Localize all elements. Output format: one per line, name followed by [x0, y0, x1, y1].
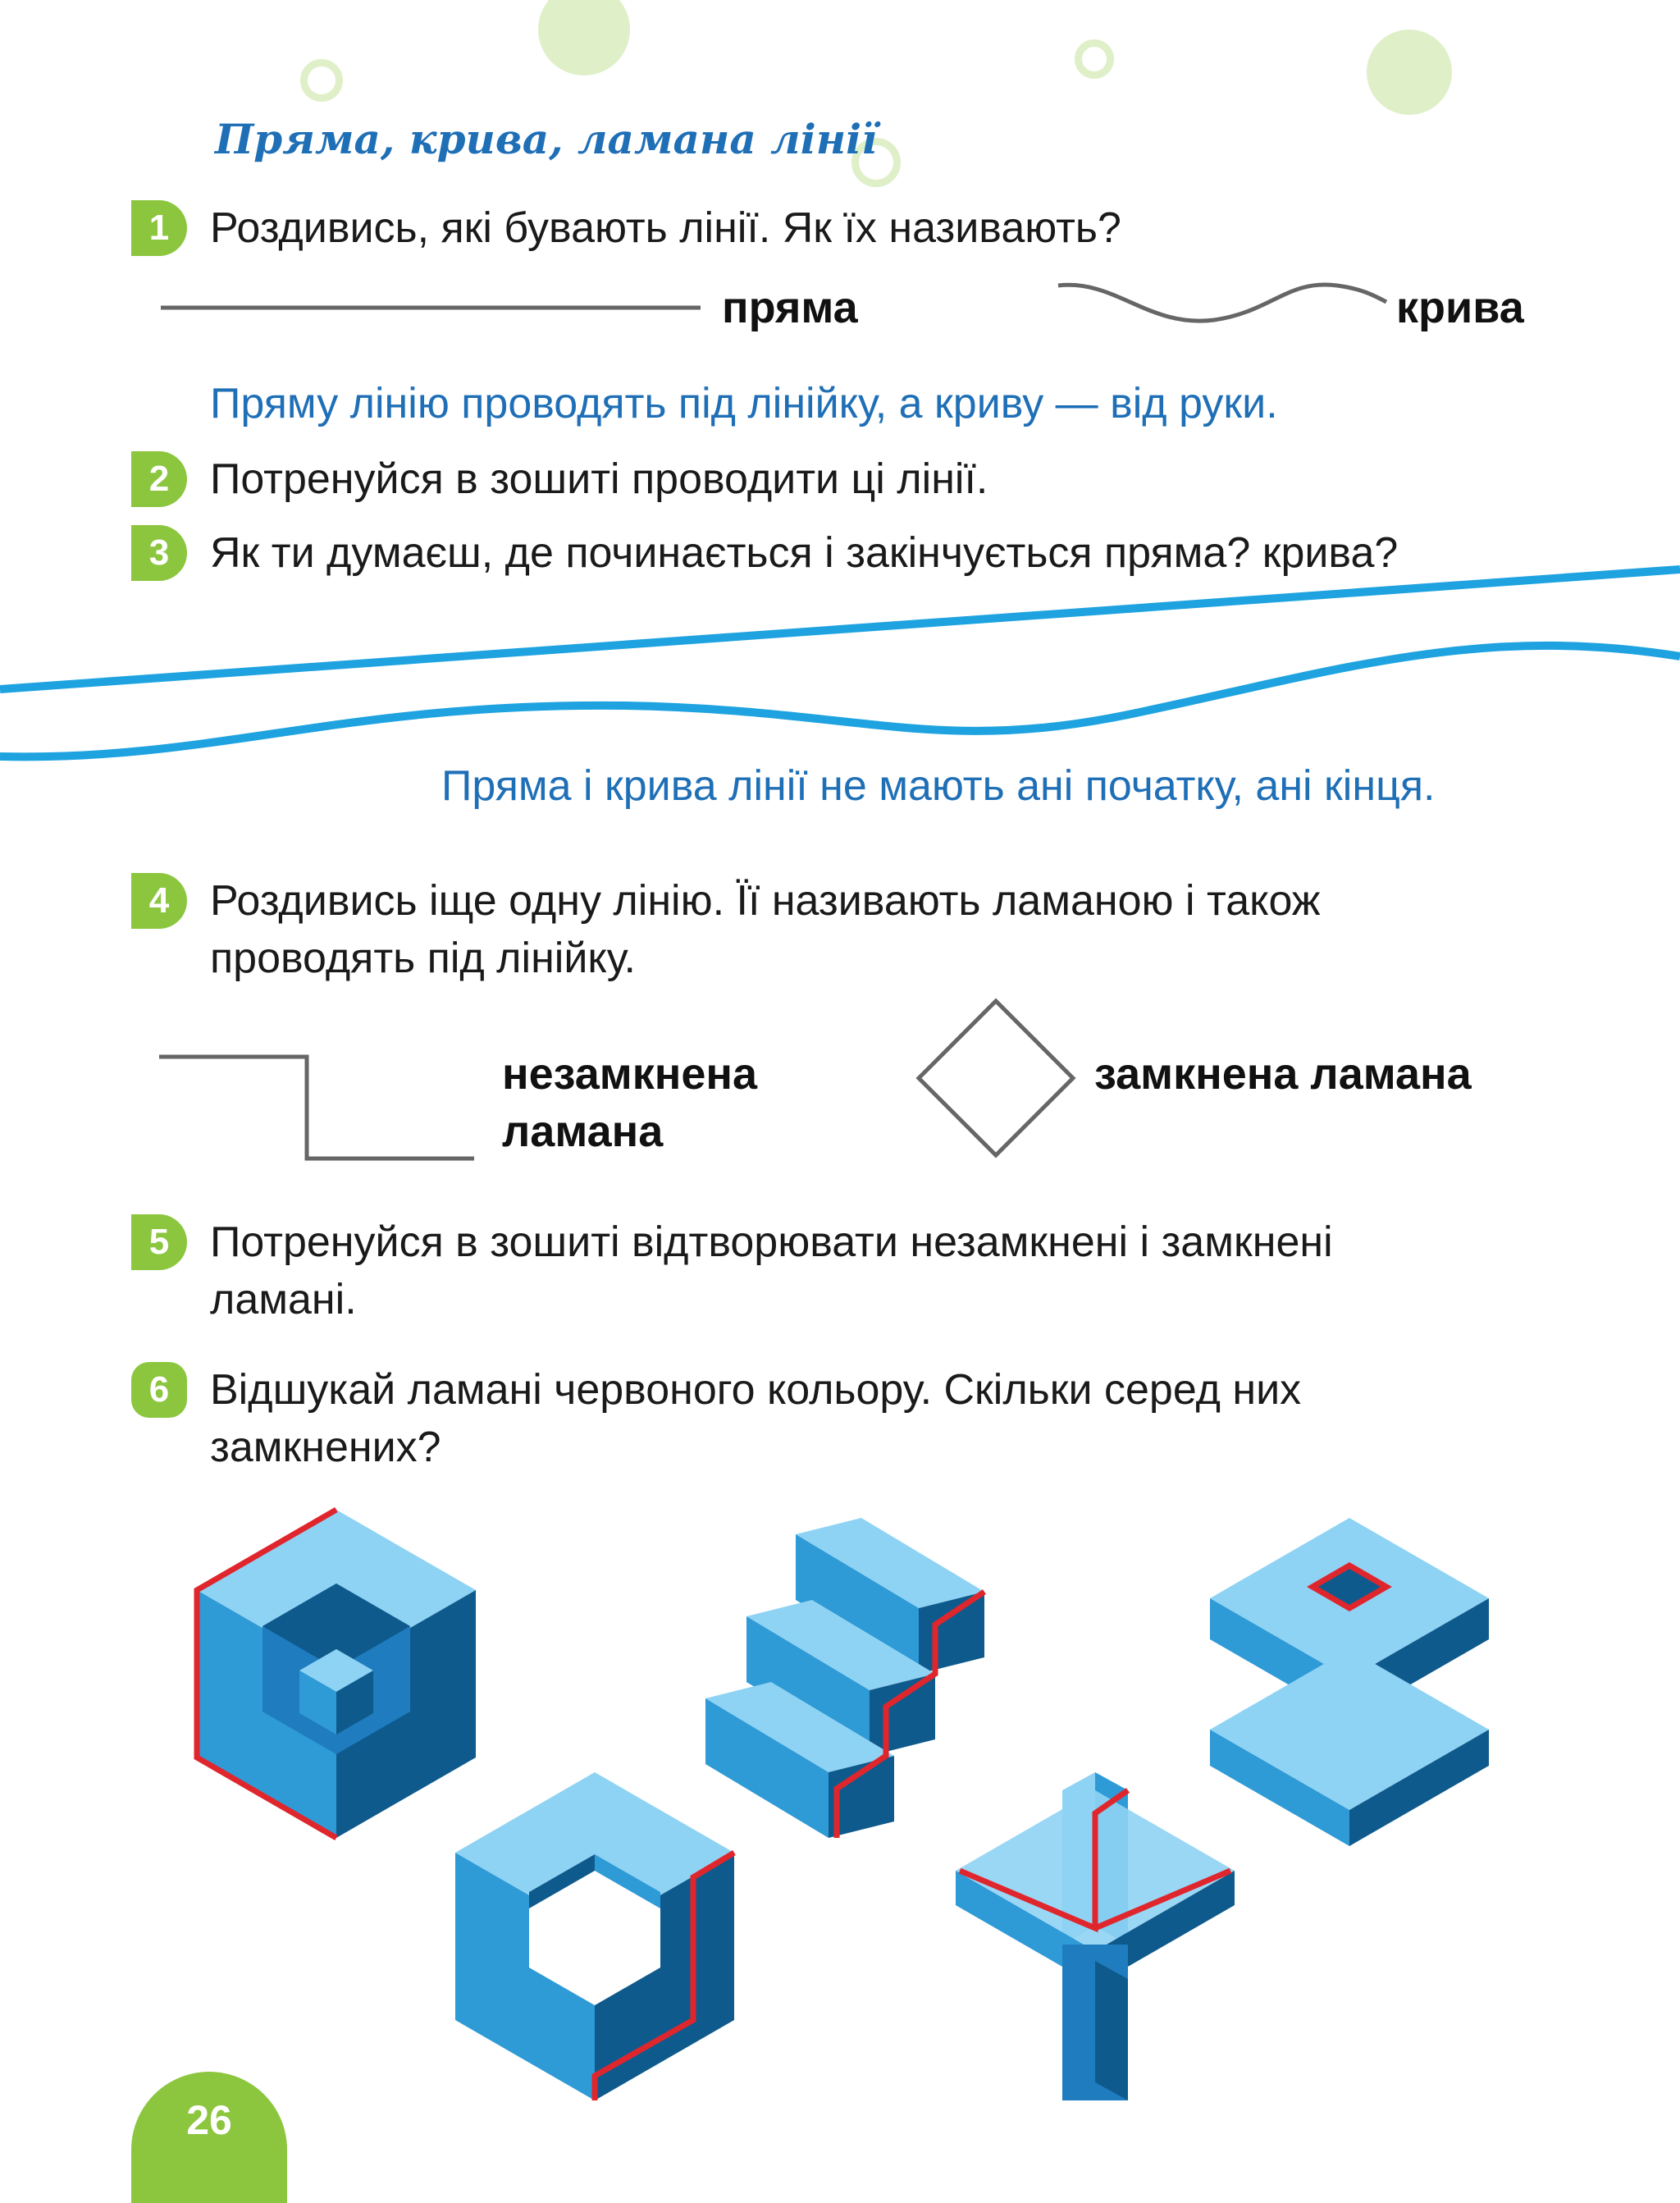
- task-number-2: 2: [131, 451, 187, 507]
- decor-circle-ring-1: [300, 59, 343, 102]
- infinite-lines-illustration: [0, 565, 1680, 761]
- decor-circle-ring-3: [851, 138, 901, 187]
- cube-figure-hexagon-ring: [455, 1772, 736, 2100]
- decor-circle-ring-2: [1075, 39, 1114, 79]
- task-1-text: Роздивись, які бувають лінії. Як їх нази…: [210, 204, 1121, 252]
- task-6-text-line1: Відшукай ламані червоного кольору. Скіль…: [210, 1366, 1302, 1414]
- decor-circle-filled-2: [1367, 30, 1452, 115]
- cube-figure-hexagon: [194, 1506, 476, 1841]
- curve-line-illustration: [1057, 282, 1388, 323]
- task-4-text-line2: проводять під лінійку.: [210, 935, 636, 982]
- task-2-text: Потренуйся в зошиті проводити ці лінії.: [210, 455, 988, 503]
- label-curve: крива: [1396, 283, 1524, 332]
- task-number-4: 4: [131, 873, 187, 929]
- decor-circle-filled-1: [538, 0, 630, 75]
- task-3-text: Як ти думаєш, де починається і закінчуєт…: [210, 529, 1399, 577]
- task-number-6: 6: [131, 1362, 187, 1418]
- straight-line-illustration: [161, 305, 701, 310]
- task-number-3: 3: [131, 525, 187, 581]
- task-number-5: 5: [131, 1214, 187, 1270]
- label-open-polyline-line1: незамкнена: [502, 1049, 758, 1099]
- label-open-polyline-line2: ламана: [502, 1107, 664, 1156]
- label-straight: пряма: [722, 283, 858, 332]
- closed-polyline-illustration: [915, 998, 1076, 1159]
- cube-figure-slab-with-hole: [1210, 1518, 1489, 1846]
- infinite-note: Пряма і крива лінії не мають ані початку…: [441, 762, 1436, 810]
- section-title: Пряма, крива, ламана лінії: [215, 115, 878, 163]
- label-closed-polyline: замкнена ламана: [1094, 1049, 1472, 1099]
- task-number-1: 1: [131, 200, 187, 256]
- task-4-text-line1: Роздивись іще одну лінію. Її називають л…: [210, 877, 1321, 925]
- ruler-note: Пряму лінію проводять під лінійку, а кри…: [210, 380, 1278, 427]
- task-5-text-line2: ламані.: [210, 1276, 357, 1323]
- cube-figure-stairs: [705, 1518, 986, 1838]
- open-polyline-illustration: [159, 1054, 474, 1161]
- task-6-text-line2: замкнених?: [210, 1424, 441, 1471]
- task-5-text-line1: Потренуйся в зошиті відтворювати незамкн…: [210, 1218, 1333, 1266]
- page-number: 26: [131, 2072, 287, 2203]
- cube-figure-cross: [956, 1772, 1235, 2100]
